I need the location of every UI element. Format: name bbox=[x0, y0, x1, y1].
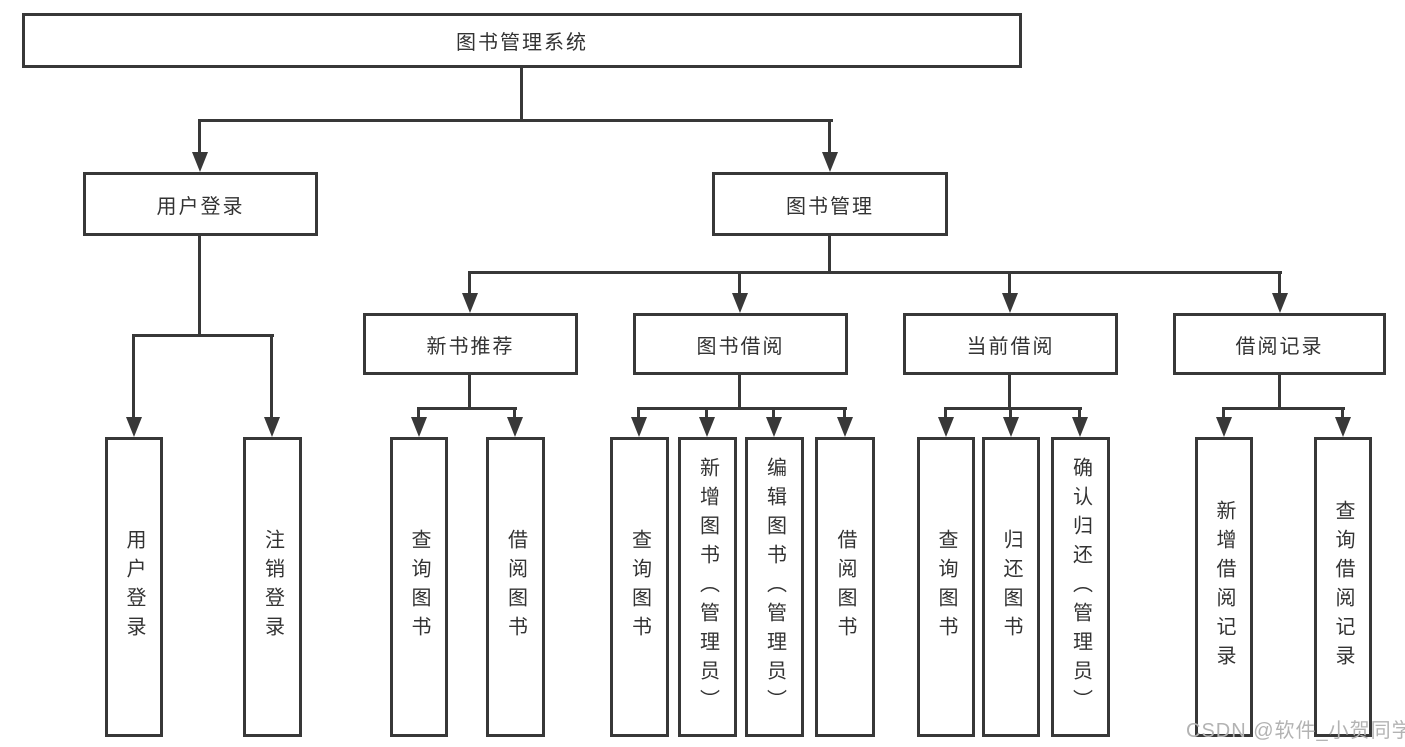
node-book-management: 图书管理 bbox=[712, 172, 948, 236]
connector-line bbox=[637, 407, 640, 419]
leaf-borrow-books-recommendation: 借阅图书 bbox=[486, 437, 545, 737]
connector-line bbox=[1009, 407, 1012, 419]
arrow-down-icon bbox=[631, 417, 647, 437]
arrow-down-icon bbox=[699, 417, 715, 437]
connector-line bbox=[513, 407, 516, 419]
connector-line bbox=[1222, 407, 1225, 419]
arrow-down-icon bbox=[766, 417, 782, 437]
node-borrowing-records: 借阅记录 bbox=[1173, 313, 1386, 375]
arrow-down-icon bbox=[192, 152, 208, 172]
connector-line bbox=[772, 407, 775, 419]
arrow-down-icon bbox=[837, 417, 853, 437]
connector-line bbox=[417, 407, 517, 410]
leaf-user-login: 用户登录 bbox=[105, 437, 163, 737]
connector-line bbox=[417, 407, 420, 419]
connector-line bbox=[944, 407, 947, 419]
arrow-down-icon bbox=[507, 417, 523, 437]
connector-line bbox=[828, 119, 831, 154]
node-book-borrowing: 图书借阅 bbox=[633, 313, 848, 375]
connector-line bbox=[1222, 407, 1345, 410]
arrow-down-icon bbox=[1335, 417, 1351, 437]
arrow-down-icon bbox=[1002, 293, 1018, 313]
arrow-down-icon bbox=[1072, 417, 1088, 437]
leaf-borrow-books: 借阅图书 bbox=[815, 437, 875, 737]
connector-line bbox=[198, 236, 201, 337]
node-user-login: 用户登录 bbox=[83, 172, 318, 236]
connector-line bbox=[1008, 271, 1011, 295]
arrow-down-icon bbox=[732, 293, 748, 313]
leaf-query-borrow-record: 查询借阅记录 bbox=[1314, 437, 1372, 737]
node-current-borrowing: 当前借阅 bbox=[903, 313, 1118, 375]
leaf-query-books-borrowing: 查询图书 bbox=[610, 437, 669, 737]
leaf-add-books-admin: 新增图书（管理员） bbox=[678, 437, 737, 737]
arrow-down-icon bbox=[411, 417, 427, 437]
connector-line bbox=[270, 334, 273, 418]
arrow-down-icon bbox=[1003, 417, 1019, 437]
arrow-down-icon bbox=[822, 152, 838, 172]
connector-line bbox=[198, 119, 201, 154]
arrow-down-icon bbox=[126, 417, 142, 437]
leaf-query-books-recommendation: 查询图书 bbox=[390, 437, 448, 737]
leaf-query-books-current: 查询图书 bbox=[917, 437, 975, 737]
connector-line bbox=[520, 68, 523, 122]
leaf-return-books: 归还图书 bbox=[982, 437, 1040, 737]
leaf-logout: 注销登录 bbox=[243, 437, 302, 737]
connector-line bbox=[843, 407, 846, 419]
connector-line bbox=[132, 334, 135, 418]
connector-line bbox=[944, 407, 1082, 410]
connector-line bbox=[468, 271, 471, 295]
node-library-management-system: 图书管理系统 bbox=[22, 13, 1022, 68]
connector-line bbox=[468, 375, 471, 410]
connector-line bbox=[738, 271, 741, 295]
connector-line bbox=[1078, 407, 1081, 419]
csdn-watermark: CSDN @软件_小贺同学 bbox=[1186, 720, 1405, 742]
leaf-confirm-return-admin: 确认归还（管理员） bbox=[1051, 437, 1110, 737]
connector-line bbox=[1278, 271, 1281, 295]
leaf-add-borrow-record: 新增借阅记录 bbox=[1195, 437, 1253, 737]
connector-line bbox=[198, 119, 833, 122]
connector-line bbox=[1341, 407, 1344, 419]
arrow-down-icon bbox=[264, 417, 280, 437]
connector-line bbox=[705, 407, 708, 419]
connector-line bbox=[637, 407, 847, 410]
arrow-down-icon bbox=[938, 417, 954, 437]
connector-line bbox=[132, 334, 274, 337]
leaf-edit-books-admin: 编辑图书（管理员） bbox=[745, 437, 804, 737]
node-new-book-recommendation: 新书推荐 bbox=[363, 313, 578, 375]
arrow-down-icon bbox=[1272, 293, 1288, 313]
connector-line bbox=[828, 236, 831, 274]
connector-line bbox=[1278, 375, 1281, 410]
arrow-down-icon bbox=[1216, 417, 1232, 437]
arrow-down-icon bbox=[462, 293, 478, 313]
connector-line bbox=[738, 375, 741, 410]
connector-line bbox=[1008, 375, 1011, 410]
connector-line bbox=[468, 271, 1282, 274]
